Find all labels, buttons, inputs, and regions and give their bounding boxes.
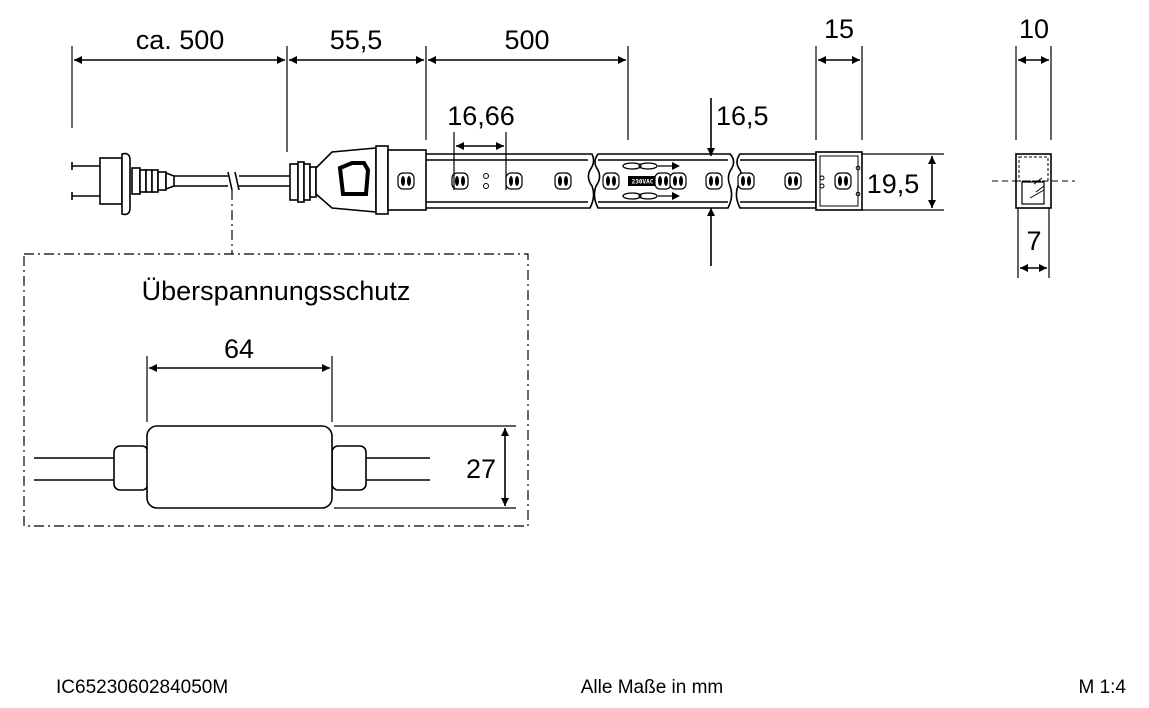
dimension-lines bbox=[71, 46, 1052, 278]
profile-cross-section bbox=[992, 153, 1075, 209]
mains-plug bbox=[71, 152, 175, 216]
surge-length-label: 64 bbox=[224, 334, 254, 364]
scale-note: M 1:4 bbox=[1078, 677, 1126, 698]
led-strip-end-segment bbox=[735, 153, 817, 209]
profile-width-label: 10 bbox=[1019, 14, 1049, 44]
end-cap-length-label: 15 bbox=[824, 14, 854, 44]
led-pitch-label: 16,66 bbox=[447, 101, 515, 131]
led-strip-segment bbox=[426, 153, 595, 209]
housing-height-label: 19,5 bbox=[867, 169, 920, 199]
strip-width-label: 16,5 bbox=[716, 101, 769, 131]
surge-protection-title: Überspannungsschutz bbox=[142, 276, 411, 306]
article-number: IC6523060284050M bbox=[56, 677, 228, 698]
strip-connector bbox=[289, 145, 427, 215]
end-cap bbox=[815, 151, 863, 211]
surge-protection-detail bbox=[23, 190, 529, 527]
surge-height-label: 27 bbox=[466, 454, 496, 484]
power-cable bbox=[174, 171, 290, 191]
connector-length-label: 55,5 bbox=[330, 25, 383, 55]
units-note: Alle Maße in mm bbox=[581, 677, 724, 698]
led-strip-middle-segment: 230VAC bbox=[593, 153, 735, 209]
voltage-marking: 230VAC bbox=[632, 179, 654, 186]
segment-length-label: 500 bbox=[504, 25, 549, 55]
profile-height-label: 7 bbox=[1026, 226, 1041, 256]
cable-length-label: ca. 500 bbox=[136, 25, 225, 55]
